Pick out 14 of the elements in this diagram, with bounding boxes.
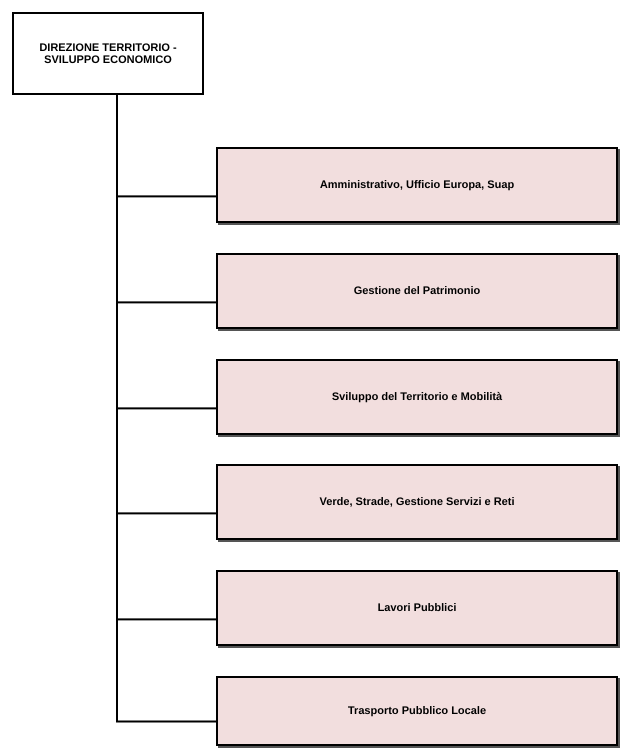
unit-box (216, 147, 618, 223)
box-label: Sviluppo del Territorio e Mobilità (332, 391, 502, 403)
unit-box (216, 359, 618, 435)
department-box (12, 12, 204, 95)
box-label: Trasporto Pubblico Locale (348, 705, 486, 717)
box-label: Amministrativo, Ufficio Europa, Suap (320, 179, 514, 191)
unit-box (216, 570, 618, 646)
box-label: Lavori Pubblici (378, 602, 456, 614)
box-label: DIREZIONE TERRITORIO - SVILUPPO ECONOMICO (38, 42, 178, 66)
box-label: Gestione del Patrimonio (354, 285, 480, 297)
unit-box (216, 253, 618, 329)
unit-box (216, 464, 618, 540)
box-label: Verde, Strade, Gestione Servizi e Reti (319, 496, 515, 508)
unit-box (216, 676, 618, 746)
